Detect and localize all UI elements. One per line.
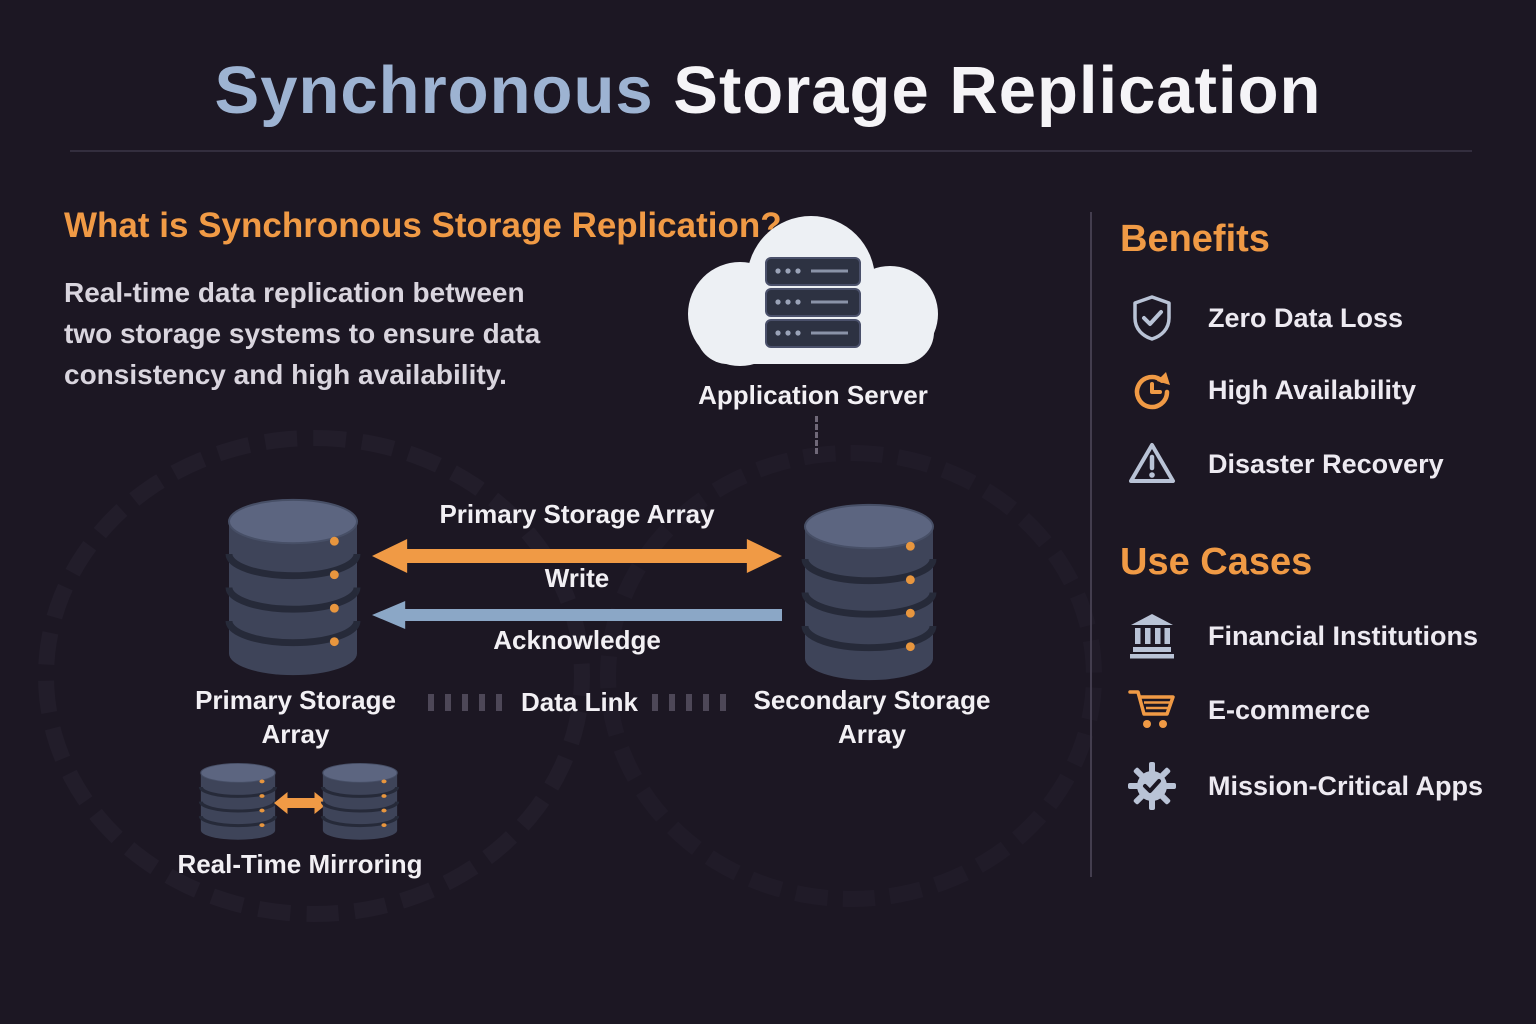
use-cases-heading: Use Cases — [1120, 541, 1313, 583]
mirror-storage-icon — [198, 760, 278, 844]
use-case-label: Mission-Critical Apps — [1208, 770, 1484, 801]
application-server-cloud — [648, 210, 978, 382]
use-case-item: E-commerce — [1124, 682, 1524, 738]
benefit-label: Zero Data Loss — [1208, 302, 1404, 333]
shopping-cart-icon — [1124, 682, 1180, 738]
clock-availability-icon — [1124, 362, 1180, 418]
intro-body: Real-time data replication between two s… — [64, 277, 541, 391]
data-link-dashes — [652, 694, 730, 711]
data-link-dashes — [428, 694, 506, 711]
secondary-storage-array-icon — [800, 497, 938, 690]
title-divider — [70, 150, 1472, 152]
mirroring-label: Real-Time Mirroring — [177, 849, 423, 879]
mirroring-arrow-icon — [274, 790, 328, 816]
bank-icon — [1124, 608, 1180, 664]
acknowledge-label: Acknowledge — [493, 625, 661, 655]
section-divider — [1090, 212, 1092, 877]
use-case-item: Financial Institutions — [1124, 608, 1524, 664]
top-arrow-label: Primary Storage Array — [439, 499, 715, 529]
benefit-item: Zero Data Loss — [1124, 290, 1524, 346]
benefits-heading: Benefits — [1120, 218, 1270, 260]
gear-check-icon — [1124, 758, 1180, 814]
primary-storage-array-icon — [224, 492, 362, 685]
data-link-label: Data Link — [520, 687, 639, 717]
shield-check-icon — [1124, 290, 1180, 346]
use-case-label: E-commerce — [1208, 694, 1371, 725]
warning-triangle-icon — [1124, 436, 1180, 492]
acknowledge-arrow-icon — [372, 600, 782, 630]
write-label: Write — [544, 563, 610, 593]
use-case-item: Mission-Critical Apps — [1124, 758, 1524, 814]
mirror-storage-icon — [320, 760, 400, 844]
intro-heading: What is Synchronous Storage Replication? — [64, 206, 782, 245]
primary-array-label: Primary Storage Array — [195, 685, 396, 749]
server-rack-icon — [765, 257, 861, 348]
write-arrow-icon — [372, 538, 782, 574]
benefit-label: High Availability — [1208, 374, 1417, 405]
benefit-item: High Availability — [1124, 362, 1524, 418]
title-highlight: Synchronous — [214, 53, 654, 128]
page-title: Synchronous Storage Replication — [0, 52, 1536, 129]
title-rest: Storage Replication — [653, 53, 1322, 128]
benefit-label: Disaster Recovery — [1208, 448, 1444, 479]
benefit-item: Disaster Recovery — [1124, 436, 1524, 492]
secondary-array-label: Secondary Storage Array — [753, 685, 991, 749]
application-server-label: Application Server — [698, 380, 928, 410]
cloud-connector-line — [815, 416, 818, 454]
use-case-label: Financial Institutions — [1208, 620, 1479, 651]
cloud-icon — [688, 216, 938, 366]
